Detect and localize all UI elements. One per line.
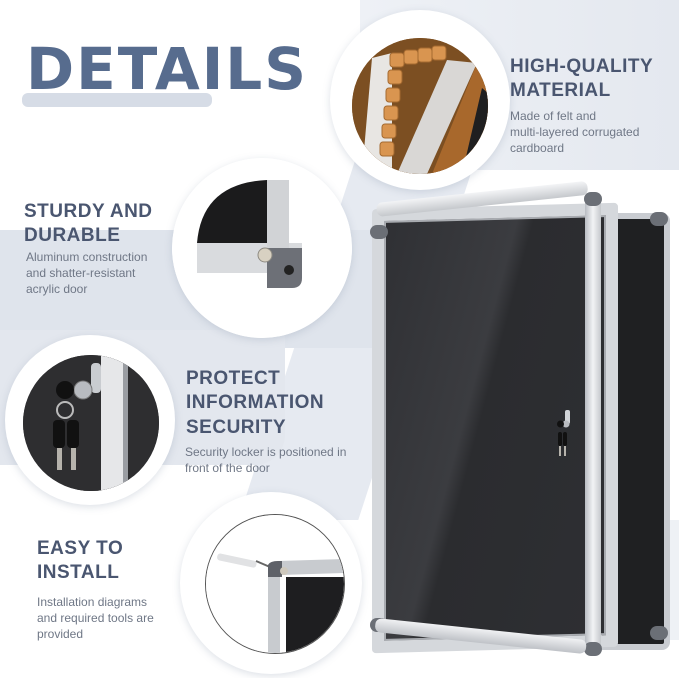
feature-image-install	[180, 492, 362, 674]
installation-image	[205, 514, 345, 654]
feature-heading-durable: STURDY AND DURABLE	[24, 201, 153, 247]
corner-cap-top-right-back	[650, 212, 668, 226]
feature-description-install: Installation diagrams and required tools…	[37, 595, 154, 642]
corner-cap-bottom-right-back	[650, 626, 668, 640]
lock-keys-image	[23, 355, 159, 491]
feature-image-material	[330, 10, 510, 190]
door-right-rail	[585, 195, 601, 655]
corrugated-layers-icon	[352, 38, 488, 174]
wall-anchor-icon	[206, 515, 344, 653]
lock-keys-icon	[23, 355, 159, 491]
feature-heading-install: EASY TO INSTALL	[37, 538, 124, 584]
frame-corner-icon	[172, 158, 352, 338]
felt-layers-image	[352, 38, 488, 174]
feature-description-security: Security locker is positioned in front o…	[185, 445, 347, 476]
title-underline	[22, 93, 212, 107]
feature-description-material: Made of felt and multi-layered corrugate…	[510, 109, 640, 156]
corner-cap-top-right	[584, 192, 602, 206]
corner-cap-bottom-right	[584, 642, 602, 656]
feature-description-durable: Aluminum construction and shatter-resist…	[26, 250, 148, 297]
corner-cap-top-left	[370, 225, 388, 239]
feature-heading-security: PROTECT INFORMATION SECURITY	[186, 368, 325, 438]
board-acrylic-door	[372, 202, 618, 654]
page-title: DETAILS	[26, 35, 309, 103]
frame-corner-image	[172, 158, 352, 338]
feature-heading-material: HIGH-QUALITY MATERIAL	[510, 56, 654, 102]
lock-icon	[557, 410, 570, 456]
feature-image-security	[5, 335, 175, 505]
feature-image-durable	[172, 158, 352, 338]
